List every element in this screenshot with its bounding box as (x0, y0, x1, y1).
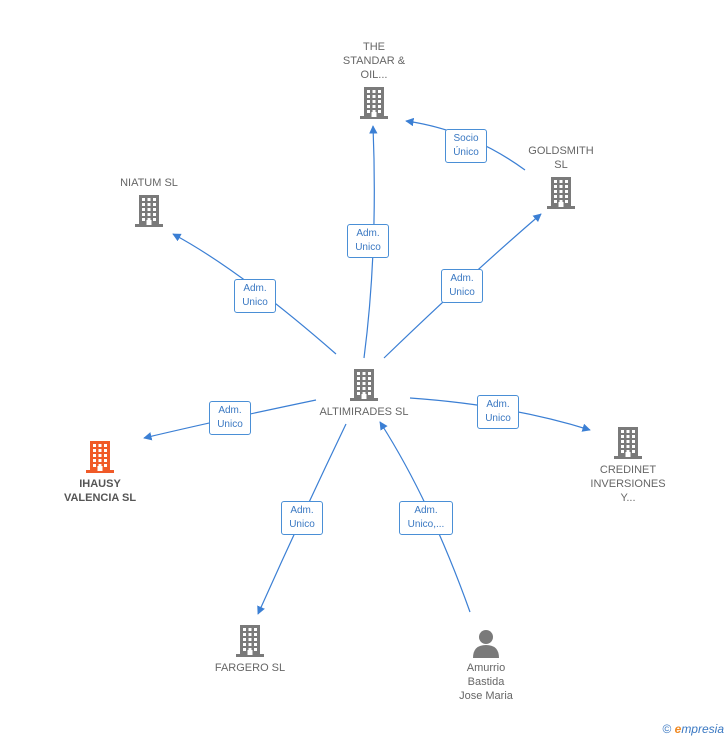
node-label-line: Bastida (467, 676, 505, 688)
edge-label-line: Unico (485, 413, 511, 424)
node-label-line: Y... (620, 492, 636, 504)
node-label: ALTIMIRADES SL (304, 405, 424, 419)
node-label: FARGERO SL (190, 661, 310, 675)
brand-name: mpresia (681, 722, 724, 736)
edge-label-line: Adm. (486, 399, 510, 410)
edge-label-goldsmith[interactable]: Adm. Unico (441, 269, 483, 303)
edge-label-line: Adm. (450, 273, 474, 284)
node-altimirades[interactable]: ALTIMIRADES SL (304, 368, 424, 419)
edge-label-line: Socio (453, 133, 479, 144)
edge-label-ihausy[interactable]: Adm. Unico (209, 401, 251, 435)
edge-label-line: Adm. (218, 405, 242, 416)
building-icon (568, 426, 688, 460)
edge-label-line: Único (453, 147, 479, 158)
node-niatum[interactable]: NIATUM SL (89, 176, 209, 228)
edge-label-line: Unico (217, 419, 243, 430)
edge-label-line: Adm. (243, 283, 267, 294)
node-label-line: Amurrio (466, 662, 506, 674)
edge-label-line: Unico (355, 242, 381, 253)
node-label: THE STANDAR & OIL... (314, 40, 434, 82)
building-icon (501, 176, 621, 210)
node-label-line: GOLDSMITH (528, 145, 594, 157)
brand-initial: e (674, 722, 682, 736)
edge-label-line: Adm. (290, 505, 314, 516)
node-label: NIATUM SL (89, 176, 209, 190)
edge-label-standar[interactable]: Adm. Unico (347, 224, 389, 258)
edge-label-line: Unico (289, 519, 315, 530)
building-icon (190, 624, 310, 658)
node-goldsmith[interactable]: GOLDSMITH SL (501, 144, 621, 210)
edge-label-niatum[interactable]: Adm. Unico (234, 279, 276, 313)
building-icon (89, 194, 209, 228)
node-label-line: INVERSIONES (590, 478, 666, 490)
edge-label-amurrio[interactable]: Adm. Unico,... (399, 501, 453, 535)
edge-label-credinet[interactable]: Adm. Unico (477, 395, 519, 429)
node-label-line: CREDINET (599, 464, 657, 476)
edge-label-line: Adm. (356, 228, 380, 239)
node-ihausy[interactable]: IHAUSY VALENCIA SL (40, 440, 160, 505)
copyright-symbol: © (662, 722, 672, 736)
node-credinet[interactable]: CREDINET INVERSIONES Y... (568, 426, 688, 505)
node-label-line: THE (363, 41, 385, 53)
node-label-line: ALTIMIRADES SL (319, 406, 409, 418)
building-icon (304, 368, 424, 402)
node-label-line: VALENCIA SL (63, 492, 137, 504)
edge-label-line: Unico (242, 297, 268, 308)
node-label: GOLDSMITH SL (501, 144, 621, 172)
node-label-line: Jose Maria (459, 690, 513, 702)
node-label-line: IHAUSY (79, 478, 121, 490)
node-label: IHAUSY VALENCIA SL (40, 477, 160, 505)
edge-label-line: Adm. (414, 505, 438, 516)
node-label-line: FARGERO SL (214, 662, 286, 674)
node-label-line: SL (554, 159, 568, 171)
node-label-line: OIL... (360, 69, 388, 81)
node-label-line: STANDAR & (342, 55, 406, 67)
node-label: CREDINET INVERSIONES Y... (568, 463, 688, 505)
building-icon (314, 86, 434, 120)
edge-label-line: Unico (449, 287, 475, 298)
node-fargero[interactable]: FARGERO SL (190, 624, 310, 675)
building-icon (40, 440, 160, 474)
edge-label-line: Unico,... (407, 519, 445, 530)
edge-label-fargero[interactable]: Adm. Unico (281, 501, 323, 535)
person-icon (426, 628, 546, 658)
node-label-line: NIATUM SL (120, 177, 178, 189)
empresia-logo: © empresia (662, 722, 724, 736)
node-standar[interactable]: THE STANDAR & OIL... (314, 40, 434, 120)
